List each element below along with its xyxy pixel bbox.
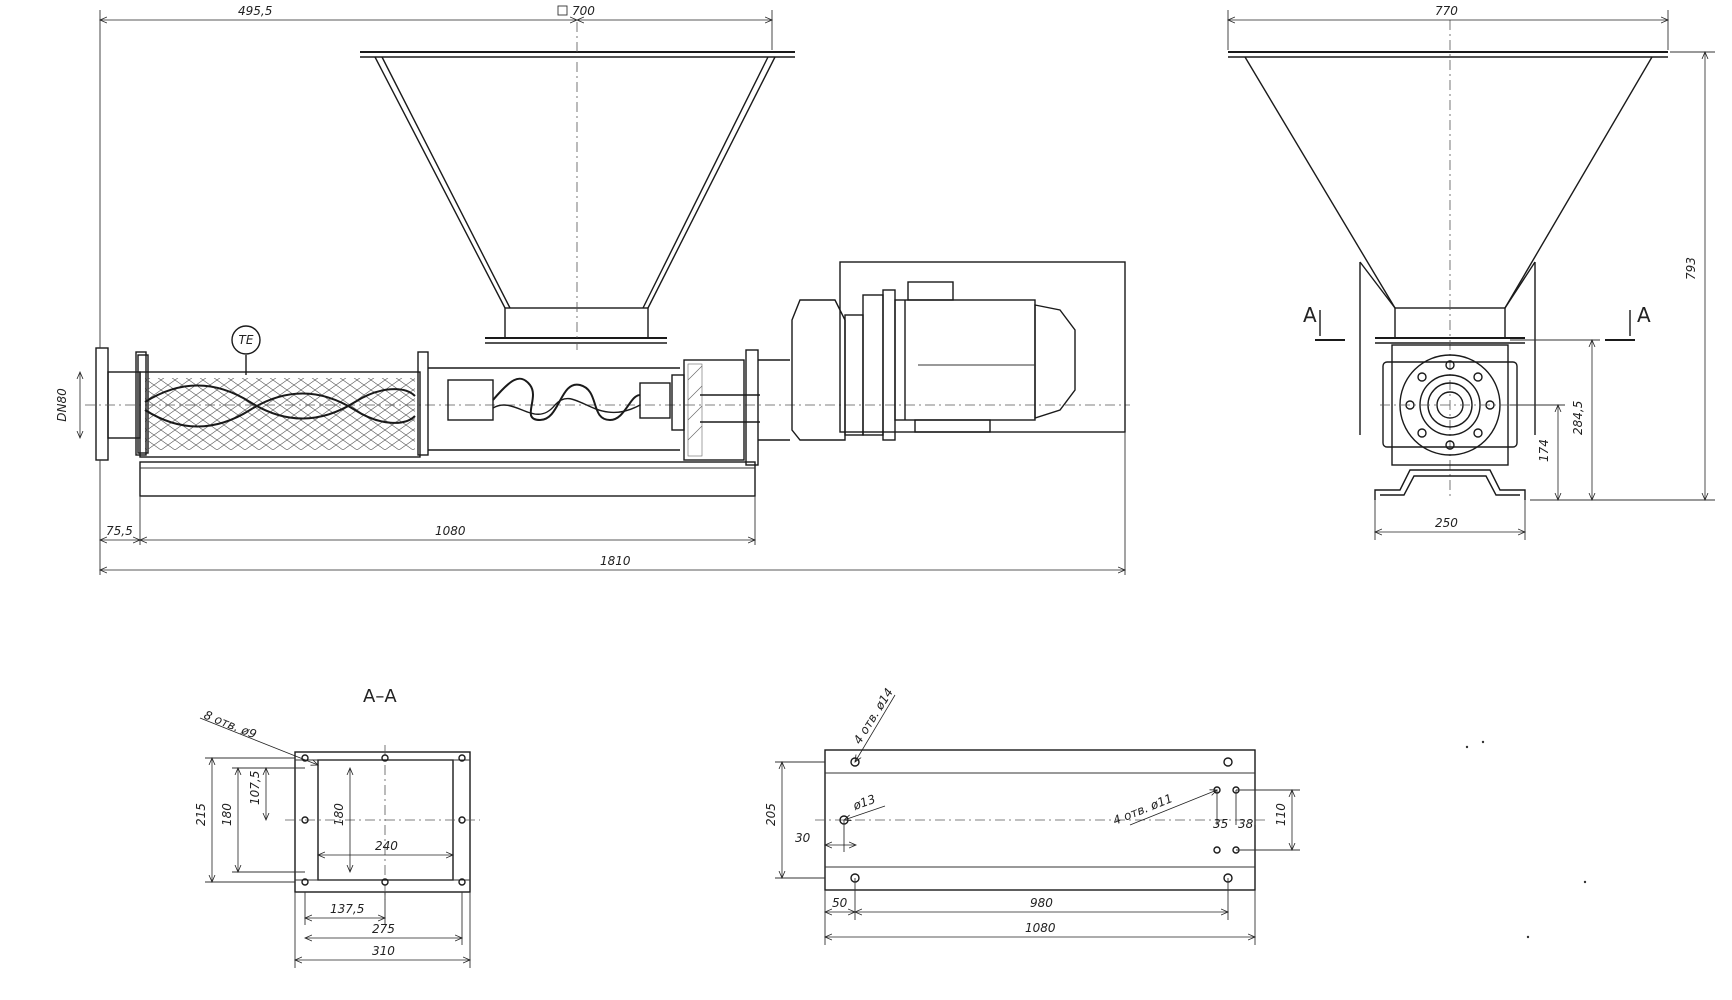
plate-dim-35: 35 (1213, 817, 1228, 831)
dim-dn80: DN80 (55, 388, 69, 422)
aa-dim-inner-180: 180 (332, 803, 346, 826)
plate-dim-38: 38 (1238, 817, 1254, 831)
dim-174: 174 (1537, 439, 1551, 462)
stator (135, 351, 429, 458)
dim-1080: 1080 (435, 524, 466, 538)
section-marks: A A (1303, 303, 1651, 341)
plate-dim-1080: 1080 (1025, 921, 1056, 935)
hopper (360, 22, 795, 350)
section-title: A–A (363, 686, 397, 707)
gauge-label: TE (239, 333, 254, 347)
aa-dim-310: 310 (372, 944, 395, 958)
section-mark-left: A (1303, 303, 1317, 327)
base-frame (139, 461, 756, 497)
plate-dim-110: 110 (1274, 803, 1288, 826)
end-view-dimensions: 770 793 284,5 174 250 (1228, 4, 1715, 540)
end-hopper (1228, 20, 1668, 500)
plate-holes-right: 4 отв. ø11 (1111, 791, 1175, 828)
specks (1465, 740, 1587, 939)
aa-dim-107: 107,5 (248, 771, 262, 805)
section-mark-right: A (1637, 303, 1651, 327)
end-view: A A 770 793 284,5 174 250 (1228, 4, 1715, 540)
dim-700: 700 (572, 4, 595, 18)
side-view: TE 495,5 700 DN80 75,5 1080 1810 (55, 4, 1130, 575)
aa-dim-275: 275 (372, 922, 395, 936)
side-view-dimensions: 495,5 700 DN80 75,5 1080 1810 (55, 4, 1125, 575)
section-aa: A–A 8 отв. ø9 215 180 107,5 180 240 (194, 686, 480, 968)
aa-dim-240: 240 (375, 839, 398, 853)
dim-1810: 1810 (600, 554, 631, 568)
dim-75: 75,5 (106, 524, 133, 538)
plate-holes-corner: 4 отв. ø14 (851, 686, 896, 747)
bearing-housing (683, 349, 790, 466)
plate-dim-50: 50 (832, 896, 848, 910)
plate-dim-30: 30 (795, 831, 811, 845)
plate-dim-205: 205 (764, 803, 778, 826)
end-foot (1374, 469, 1526, 500)
aa-dim-215: 215 (194, 803, 208, 826)
dim-284: 284,5 (1571, 401, 1585, 435)
screw-chamber (428, 367, 685, 451)
dim-495: 495,5 (238, 4, 272, 18)
aa-dim-180: 180 (220, 803, 234, 826)
plate-dim-980: 980 (1030, 896, 1053, 910)
base-plate: 4 отв. ø14 ø13 4 отв. ø11 205 30 35 38 1… (764, 686, 1300, 945)
temperature-gauge: TE (231, 325, 261, 375)
end-flange (1380, 344, 1520, 466)
aa-dim-137: 137,5 (330, 902, 364, 916)
dim-793: 793 (1684, 257, 1698, 280)
dim-250: 250 (1435, 516, 1458, 530)
motor (791, 261, 1126, 441)
dim-770: 770 (1435, 4, 1458, 18)
aa-holes-note: 8 отв. ø9 (202, 708, 259, 742)
